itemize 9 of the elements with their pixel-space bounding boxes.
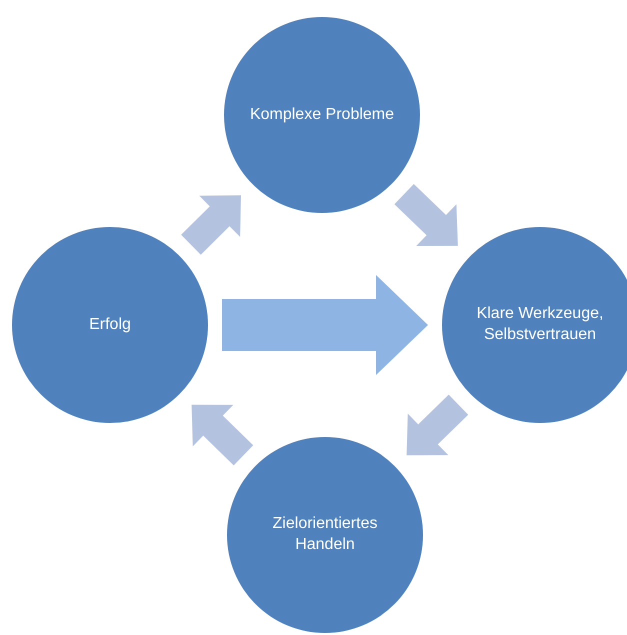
block-arrow xyxy=(192,404,254,466)
node-label: Klare Werkzeuge, Selbstvertrauen xyxy=(476,304,604,345)
block-arrow xyxy=(181,195,241,255)
block-arrow xyxy=(394,184,458,246)
node-label: Zielorientiertes Handeln xyxy=(272,514,378,555)
node-label: Erfolg xyxy=(89,314,131,335)
block-arrow xyxy=(222,275,428,375)
node-label: Komplexe Probleme xyxy=(250,104,394,125)
block-arrow xyxy=(406,394,468,456)
